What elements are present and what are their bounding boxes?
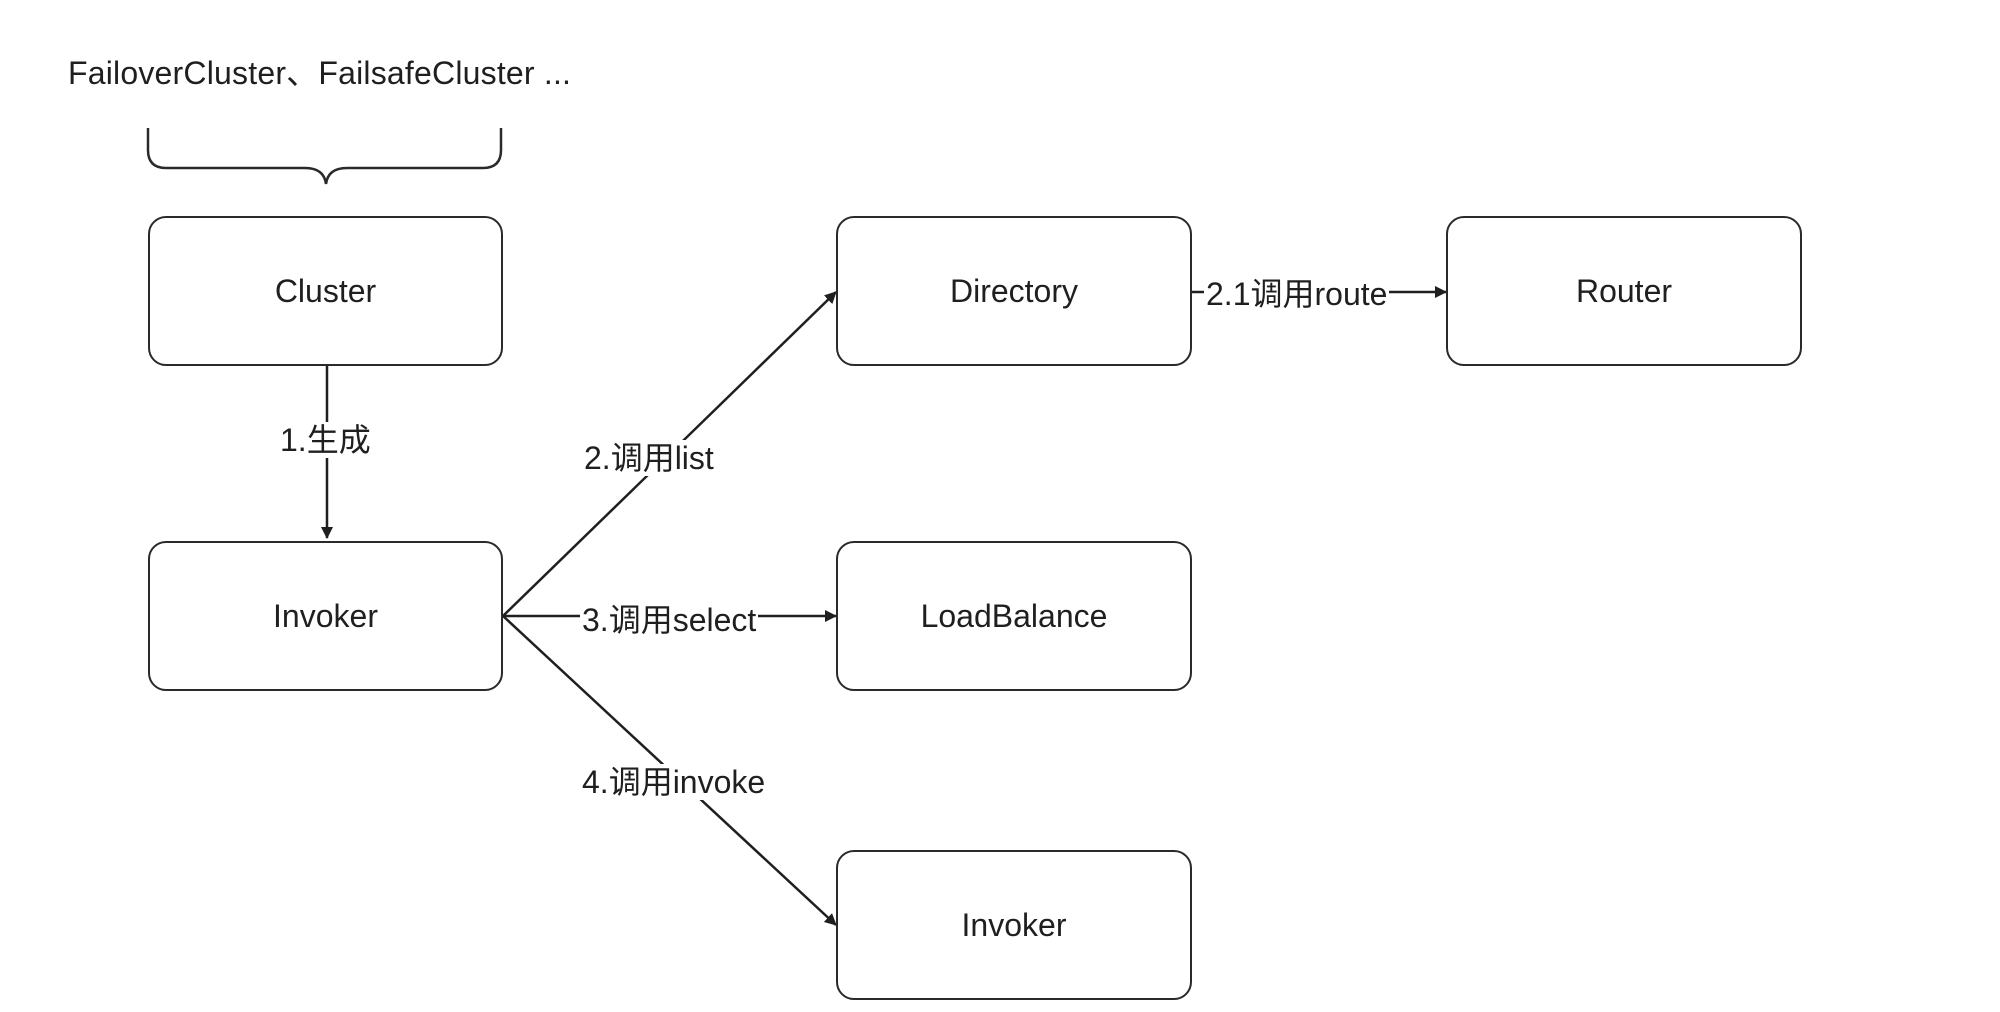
node-cluster: Cluster <box>148 216 503 366</box>
node-router-label: Router <box>1575 272 1673 309</box>
edge-label-select: 3.调用select <box>580 602 759 638</box>
node-invoker-main: Invoker <box>148 541 503 691</box>
node-invoker-main-label: Invoker <box>273 597 378 634</box>
edge-label-invoke: 4.调用invoke <box>580 764 768 800</box>
node-router: Router <box>1446 216 1802 366</box>
node-directory: Directory <box>836 216 1192 366</box>
edge-label-generate: 1.生成 <box>278 422 373 458</box>
node-cluster-label: Cluster <box>274 272 377 309</box>
edge-label-list: 2.调用list <box>582 440 716 476</box>
brace-icon <box>146 128 503 185</box>
cluster-implementations-label: FailoverCluster、FailsafeCluster ... <box>68 55 572 91</box>
edge-label-route: 2.1调用route <box>1204 276 1390 312</box>
node-loadbalance: LoadBalance <box>836 541 1192 691</box>
node-directory-label: Directory <box>949 272 1078 309</box>
node-invoker-target-label: Invoker <box>961 906 1067 943</box>
node-invoker-target: Invoker <box>836 850 1192 1000</box>
node-loadbalance-label: LoadBalance <box>920 597 1108 634</box>
